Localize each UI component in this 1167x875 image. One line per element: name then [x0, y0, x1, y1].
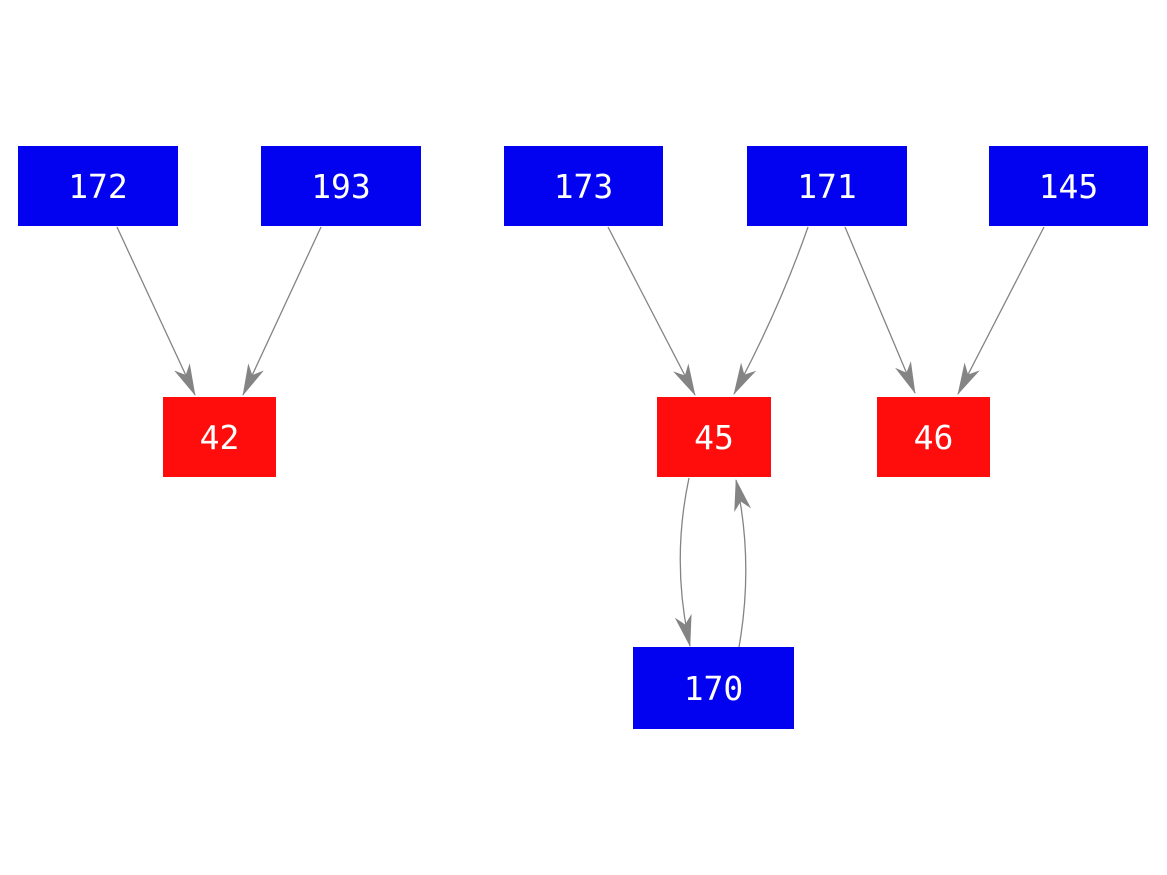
- node-45: 45: [657, 397, 771, 477]
- node-label-171: 171: [797, 166, 857, 206]
- edge-171-45: [733, 226, 809, 395]
- edge-172-42: [116, 226, 196, 396]
- node-label-46: 46: [913, 417, 954, 457]
- edge-170-45: [734, 479, 752, 648]
- node-46: 46: [877, 397, 990, 477]
- node-172: 172: [18, 146, 178, 226]
- node-label-172: 172: [68, 166, 128, 206]
- node-label-42: 42: [199, 417, 240, 457]
- node-145: 145: [989, 146, 1148, 226]
- node-193: 193: [261, 146, 421, 226]
- node-label-193: 193: [311, 166, 371, 206]
- edge-171-46: [844, 226, 916, 394]
- node-label-170: 170: [683, 668, 744, 708]
- edge-145-46: [957, 226, 1045, 395]
- node-label-173: 173: [553, 166, 614, 206]
- edge-45-170: [674, 477, 692, 647]
- node-171: 171: [747, 146, 907, 226]
- edge-193-42: [242, 226, 322, 396]
- node-173: 173: [504, 146, 663, 226]
- node-label-45: 45: [694, 417, 734, 457]
- edge-173-45: [607, 226, 696, 396]
- node-label-145: 145: [1038, 166, 1099, 206]
- node-42: 42: [163, 397, 276, 477]
- node-170: 170: [633, 647, 794, 729]
